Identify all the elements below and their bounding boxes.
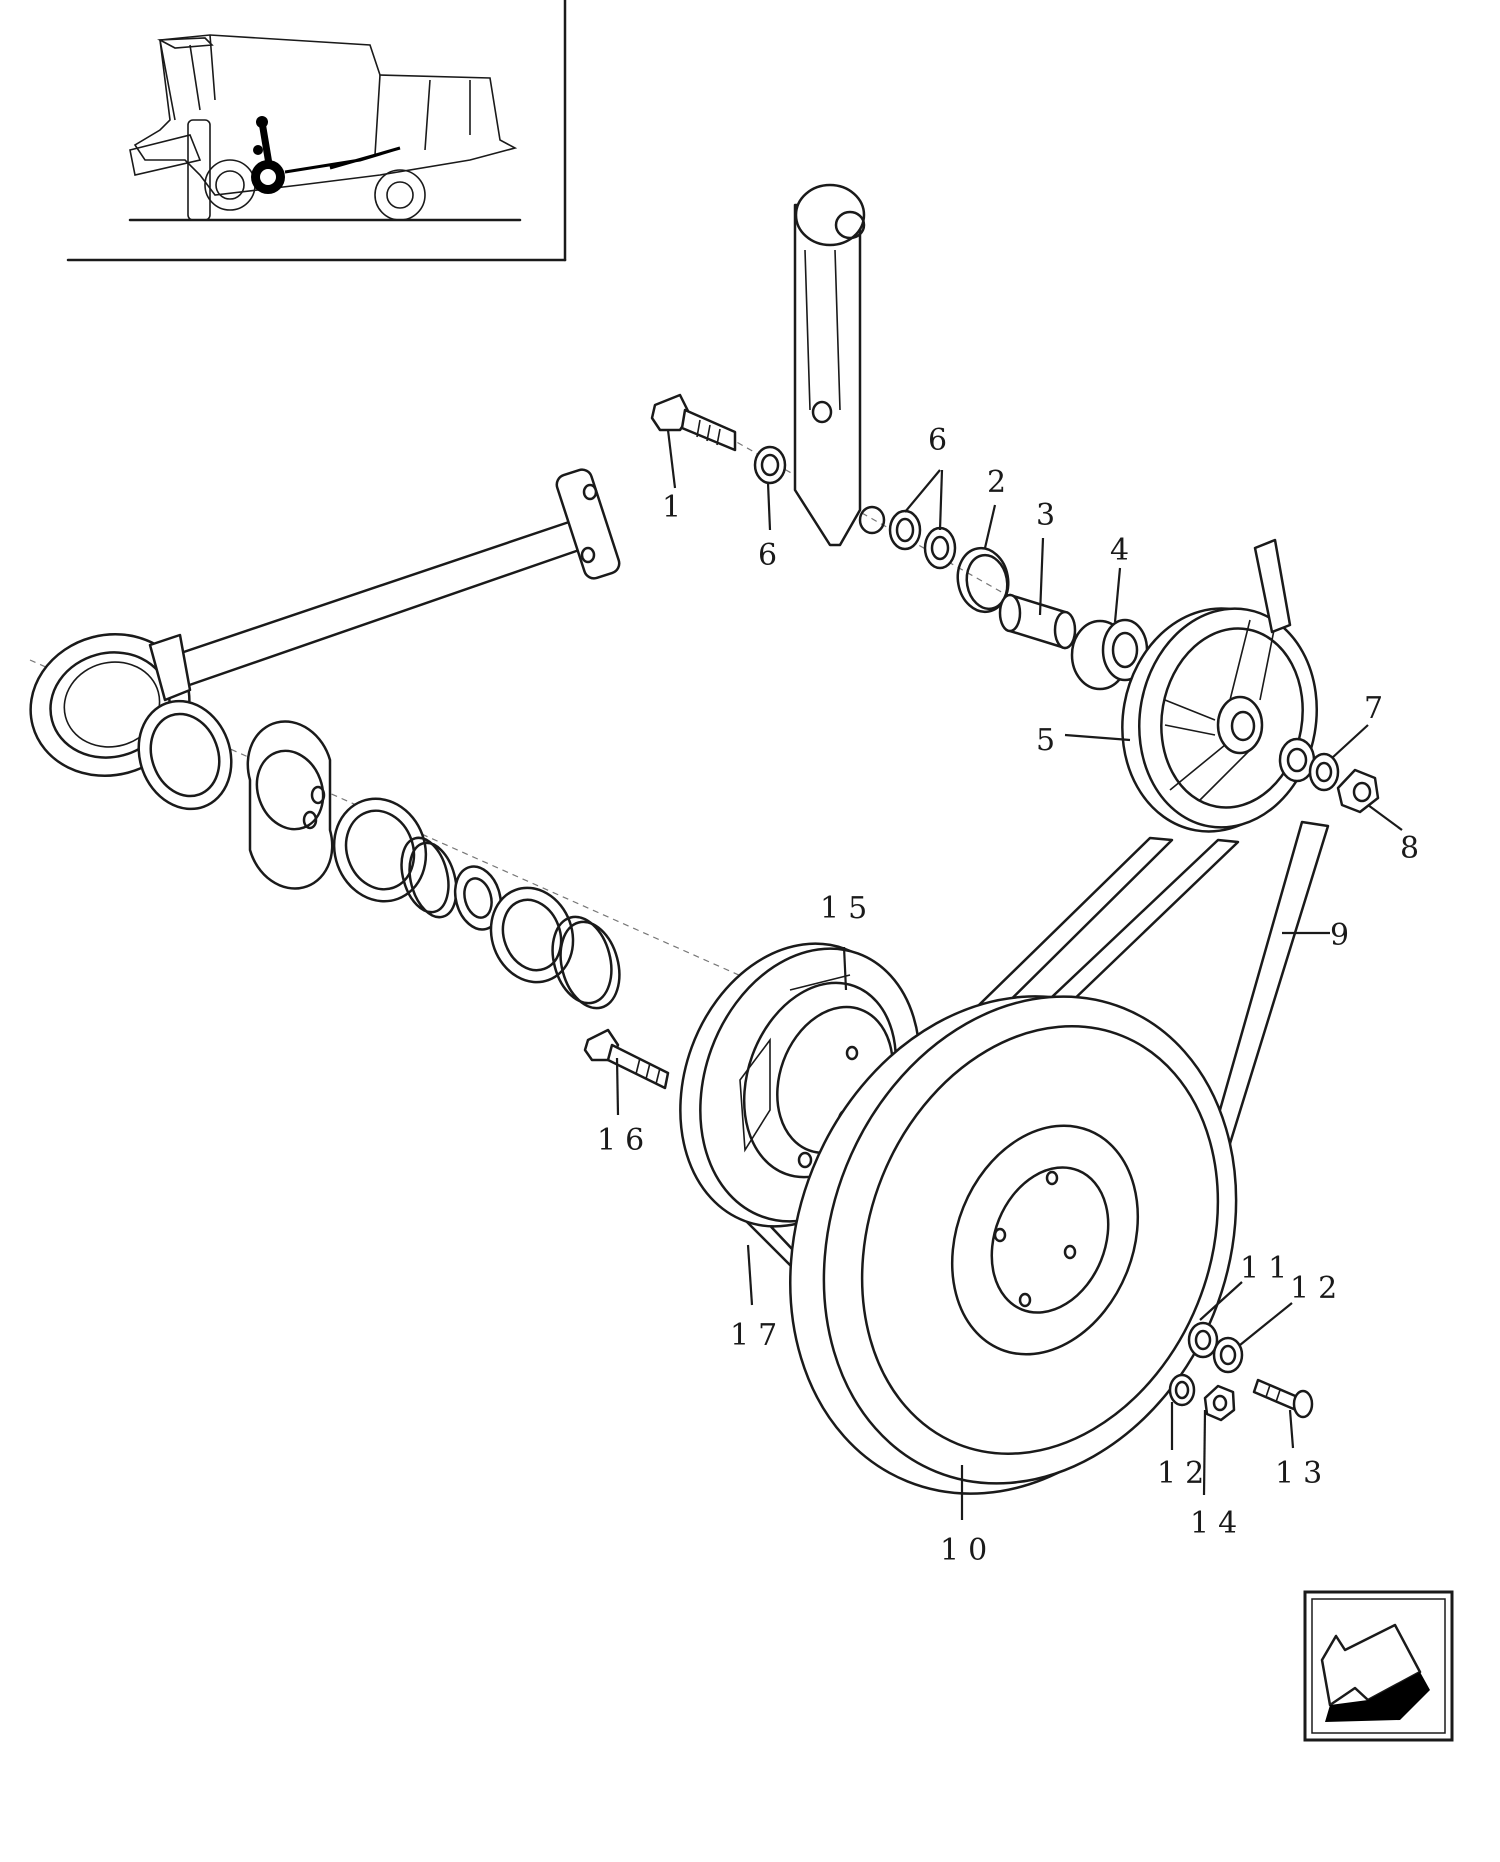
washer-part-11 [1187, 1321, 1219, 1359]
callout-8: 8 [1400, 831, 1428, 866]
bolt-part-16 [583, 1028, 670, 1090]
callout-7: 7 [1364, 691, 1392, 726]
callout-13: 13 [1275, 1456, 1331, 1491]
callout-17: 17 [730, 1318, 786, 1353]
callout-11: 11 [1240, 1251, 1296, 1286]
previous-page-arrow-icon[interactable] [1303, 1590, 1454, 1742]
callout-3: 3 [1036, 498, 1064, 533]
callout-5: 5 [1036, 723, 1064, 758]
idler-pulley-part-5 [1121, 607, 1318, 833]
tension-arm [793, 183, 886, 547]
bolt-part-13 [1252, 1378, 1314, 1419]
nut-part-14 [1203, 1384, 1236, 1422]
washer-part-6 [753, 445, 787, 485]
callout-labels: 1 2 3 4 5 6 6 7 8 9 10 11 12 12 13 14 15… [597, 423, 1428, 1568]
callout-10: 10 [940, 1533, 996, 1568]
tensioner-tab [1253, 538, 1292, 634]
callout-12-lower: 12 [1157, 1456, 1213, 1491]
callout-4: 4 [1110, 533, 1138, 568]
combine-harvester-locator-icon [66, 0, 567, 262]
callout-6-lower: 6 [758, 538, 786, 573]
callout-1: 1 [662, 490, 690, 525]
bolt-part-1 [650, 393, 737, 452]
callout-6-upper: 6 [928, 423, 956, 458]
callout-16: 16 [597, 1123, 653, 1158]
callout-12-upper: 12 [1290, 1271, 1346, 1306]
drive-pulley-part-10 [789, 995, 1238, 1495]
leader-lines [615, 429, 1403, 1520]
bearing-ring-set [137, 699, 621, 1010]
nut-part-8 [1336, 768, 1380, 814]
callout-14: 14 [1190, 1506, 1246, 1541]
spacer-part-6 [888, 509, 922, 551]
callout-15: 15 [820, 891, 876, 926]
callout-9: 9 [1330, 918, 1358, 953]
callout-2: 2 [987, 465, 1015, 500]
washer-part-12-lower [1168, 1373, 1196, 1407]
washer-part-12 [1212, 1336, 1244, 1374]
circlip-part-2 [956, 546, 1010, 614]
